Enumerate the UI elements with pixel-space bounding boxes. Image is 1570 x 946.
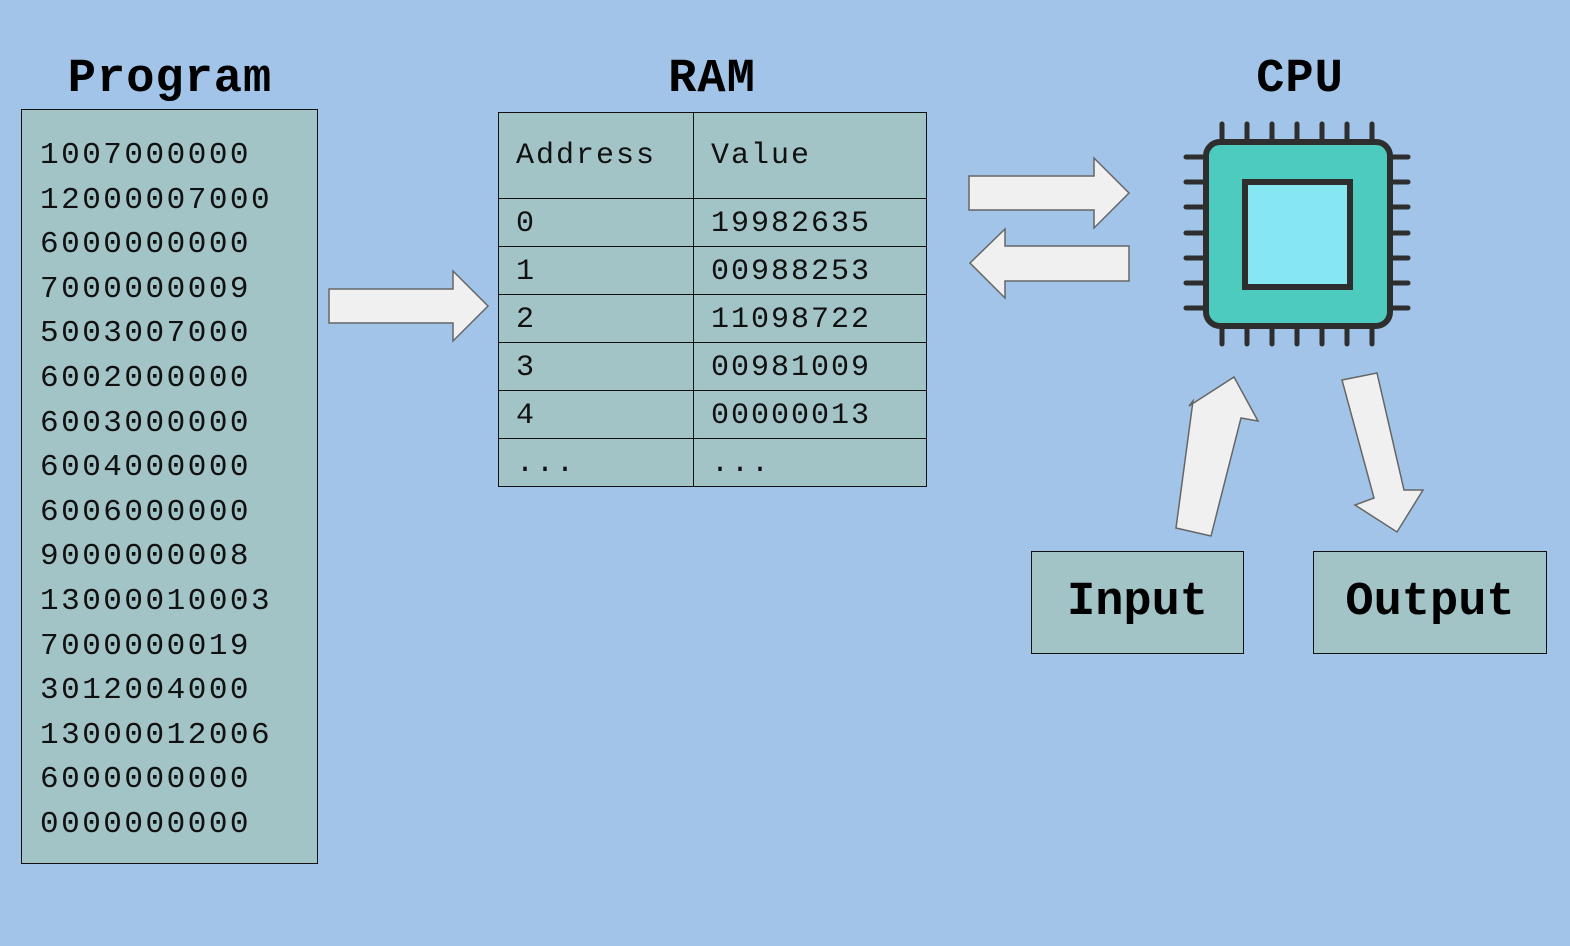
output-label: Output	[1345, 576, 1515, 629]
program-line: 6002000000	[40, 360, 252, 396]
table-row: 4 00000013	[498, 390, 927, 439]
program-line: 1007000000	[40, 138, 252, 173]
address-column-header: Address	[498, 112, 694, 199]
input-to-cpu-arrow	[1175, 375, 1260, 537]
program-listing-box: 1007000000 12000007000 6000000000 700000…	[21, 109, 318, 864]
program-line: 6006000000	[40, 494, 252, 530]
program-line: 7000000019	[40, 628, 252, 664]
table-row: 1 00988253	[498, 246, 927, 295]
value-cell: 00988253	[693, 246, 927, 295]
program-lines: 1007000000 12000007000 6000000000 700000…	[40, 134, 272, 848]
value-cell: 00981009	[693, 342, 927, 391]
ram-title: RAM	[668, 53, 756, 106]
cpu-title: CPU	[1256, 53, 1344, 106]
program-line: 13000012006	[40, 717, 273, 753]
ram-table: Address Value 0 19982635 1 00988253 2 11…	[498, 112, 927, 487]
program-line: 6004000000	[40, 450, 252, 486]
program-line: 6000000000	[40, 762, 252, 798]
ram-header-row: Address Value	[498, 112, 927, 199]
value-cell: 19982635	[693, 198, 927, 247]
cpu-to-output-arrow	[1341, 372, 1425, 534]
input-box: Input	[1031, 551, 1244, 654]
address-cell: 2	[498, 294, 694, 343]
value-cell: ...	[693, 438, 927, 487]
program-line: 3012004000	[40, 673, 252, 709]
input-label: Input	[1066, 576, 1209, 629]
cpu-chip-icon	[1183, 121, 1411, 347]
program-line: 5003007000	[40, 316, 252, 352]
output-box: Output	[1313, 551, 1547, 654]
program-line: 9000000008	[40, 539, 252, 575]
program-line: 13000010003	[40, 583, 273, 619]
value-cell: 00000013	[693, 390, 927, 439]
address-cell: 0	[498, 198, 694, 247]
table-row: 3 00981009	[498, 342, 927, 391]
table-row: 0 19982635	[498, 198, 927, 247]
program-title: Program	[67, 53, 273, 106]
table-row: ... ...	[498, 438, 927, 487]
table-row: 2 11098722	[498, 294, 927, 343]
ram-to-cpu-arrow	[968, 156, 1131, 230]
program-line: 7000000009	[40, 271, 252, 307]
cpu-to-ram-arrow	[968, 227, 1130, 300]
program-to-ram-arrow	[328, 269, 490, 343]
address-cell: 1	[498, 246, 694, 295]
program-line: 6000000000	[40, 227, 252, 263]
chip-core	[1242, 179, 1353, 290]
program-line: 0000000000	[40, 806, 252, 842]
address-cell: 4	[498, 390, 694, 439]
program-line: 6003000000	[40, 405, 252, 441]
value-cell: 11098722	[693, 294, 927, 343]
program-line: 12000007000	[40, 182, 273, 218]
address-cell: ...	[498, 438, 694, 487]
